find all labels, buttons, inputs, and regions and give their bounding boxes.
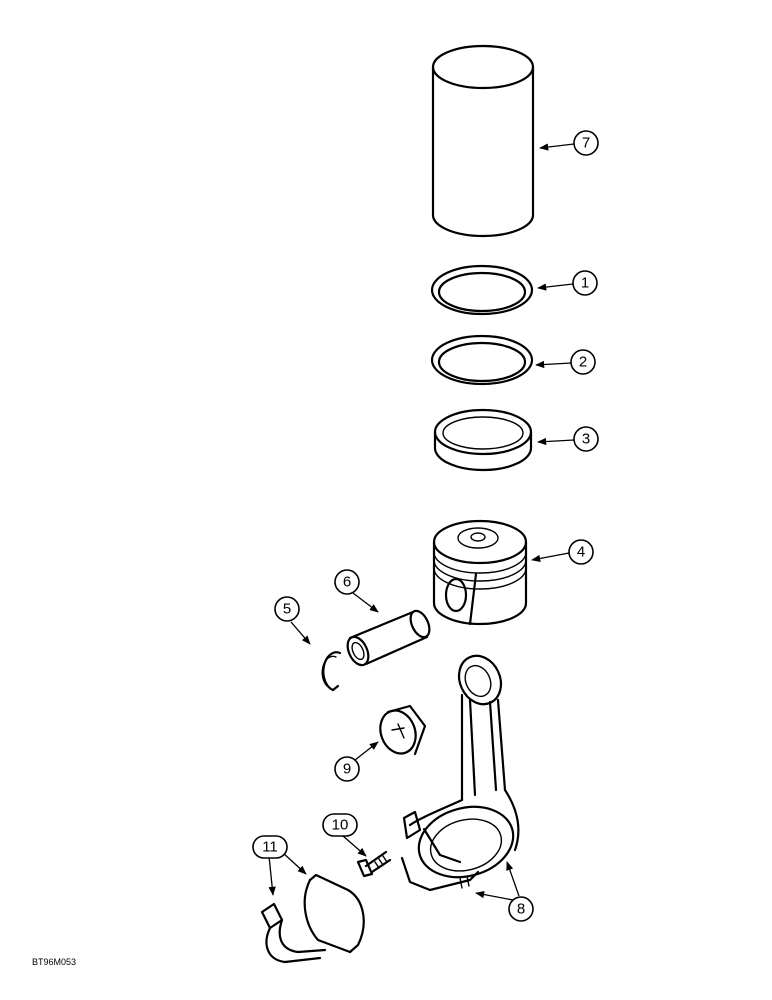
oil-control-ring-part [433, 408, 533, 472]
callout-label-10: 10 [332, 817, 349, 834]
callout-label-11: 11 [262, 839, 278, 856]
piston-pin-part [346, 609, 431, 667]
leader-11b [281, 851, 307, 875]
piston-part [432, 519, 528, 626]
piston-ring-1-part [430, 264, 534, 316]
callout-label-6: 6 [343, 574, 351, 591]
leader-7 [539, 143, 575, 151]
callout-8: 8 [508, 896, 534, 922]
leader-6 [352, 592, 379, 613]
callout-label-5: 5 [283, 601, 291, 618]
callout-10: 10 [322, 813, 358, 837]
callout-label-9: 9 [343, 761, 351, 778]
callout-label-4: 4 [577, 544, 585, 561]
connecting-rod-part [400, 654, 520, 892]
piston-ring-2-part [430, 334, 534, 386]
leader-5 [290, 621, 311, 645]
callout-label-1: 1 [581, 275, 589, 292]
callout-1: 1 [572, 270, 598, 296]
figure-code: BT96M053 [32, 957, 76, 967]
leader-lines [268, 143, 575, 901]
leader-9 [354, 741, 379, 761]
bushing-part [379, 704, 427, 756]
callout-6: 6 [334, 569, 360, 595]
callout-4: 4 [568, 539, 594, 565]
callout-label-8: 8 [517, 901, 525, 918]
leader-8b [506, 861, 520, 897]
bearing-shells-part [260, 873, 365, 964]
callout-label-7: 7 [582, 135, 590, 152]
leader-3 [537, 437, 575, 446]
leader-8a [475, 890, 514, 901]
snap-ring-part [321, 651, 342, 692]
callout-11: 11 [252, 835, 288, 859]
callout-2: 2 [570, 349, 596, 375]
leader-4 [531, 552, 570, 563]
callout-3: 3 [573, 426, 599, 452]
callout-7: 7 [573, 130, 599, 156]
cylinder-sleeve-part [431, 44, 535, 238]
callout-label-2: 2 [579, 354, 587, 371]
rod-bolt-part [356, 850, 392, 878]
callout-5: 5 [274, 596, 300, 622]
callout-label-3: 3 [582, 431, 590, 448]
leader-1 [537, 283, 574, 291]
leader-2 [535, 360, 572, 369]
leader-10 [342, 835, 367, 857]
callout-9: 9 [334, 756, 360, 782]
leader-11a [268, 855, 276, 896]
